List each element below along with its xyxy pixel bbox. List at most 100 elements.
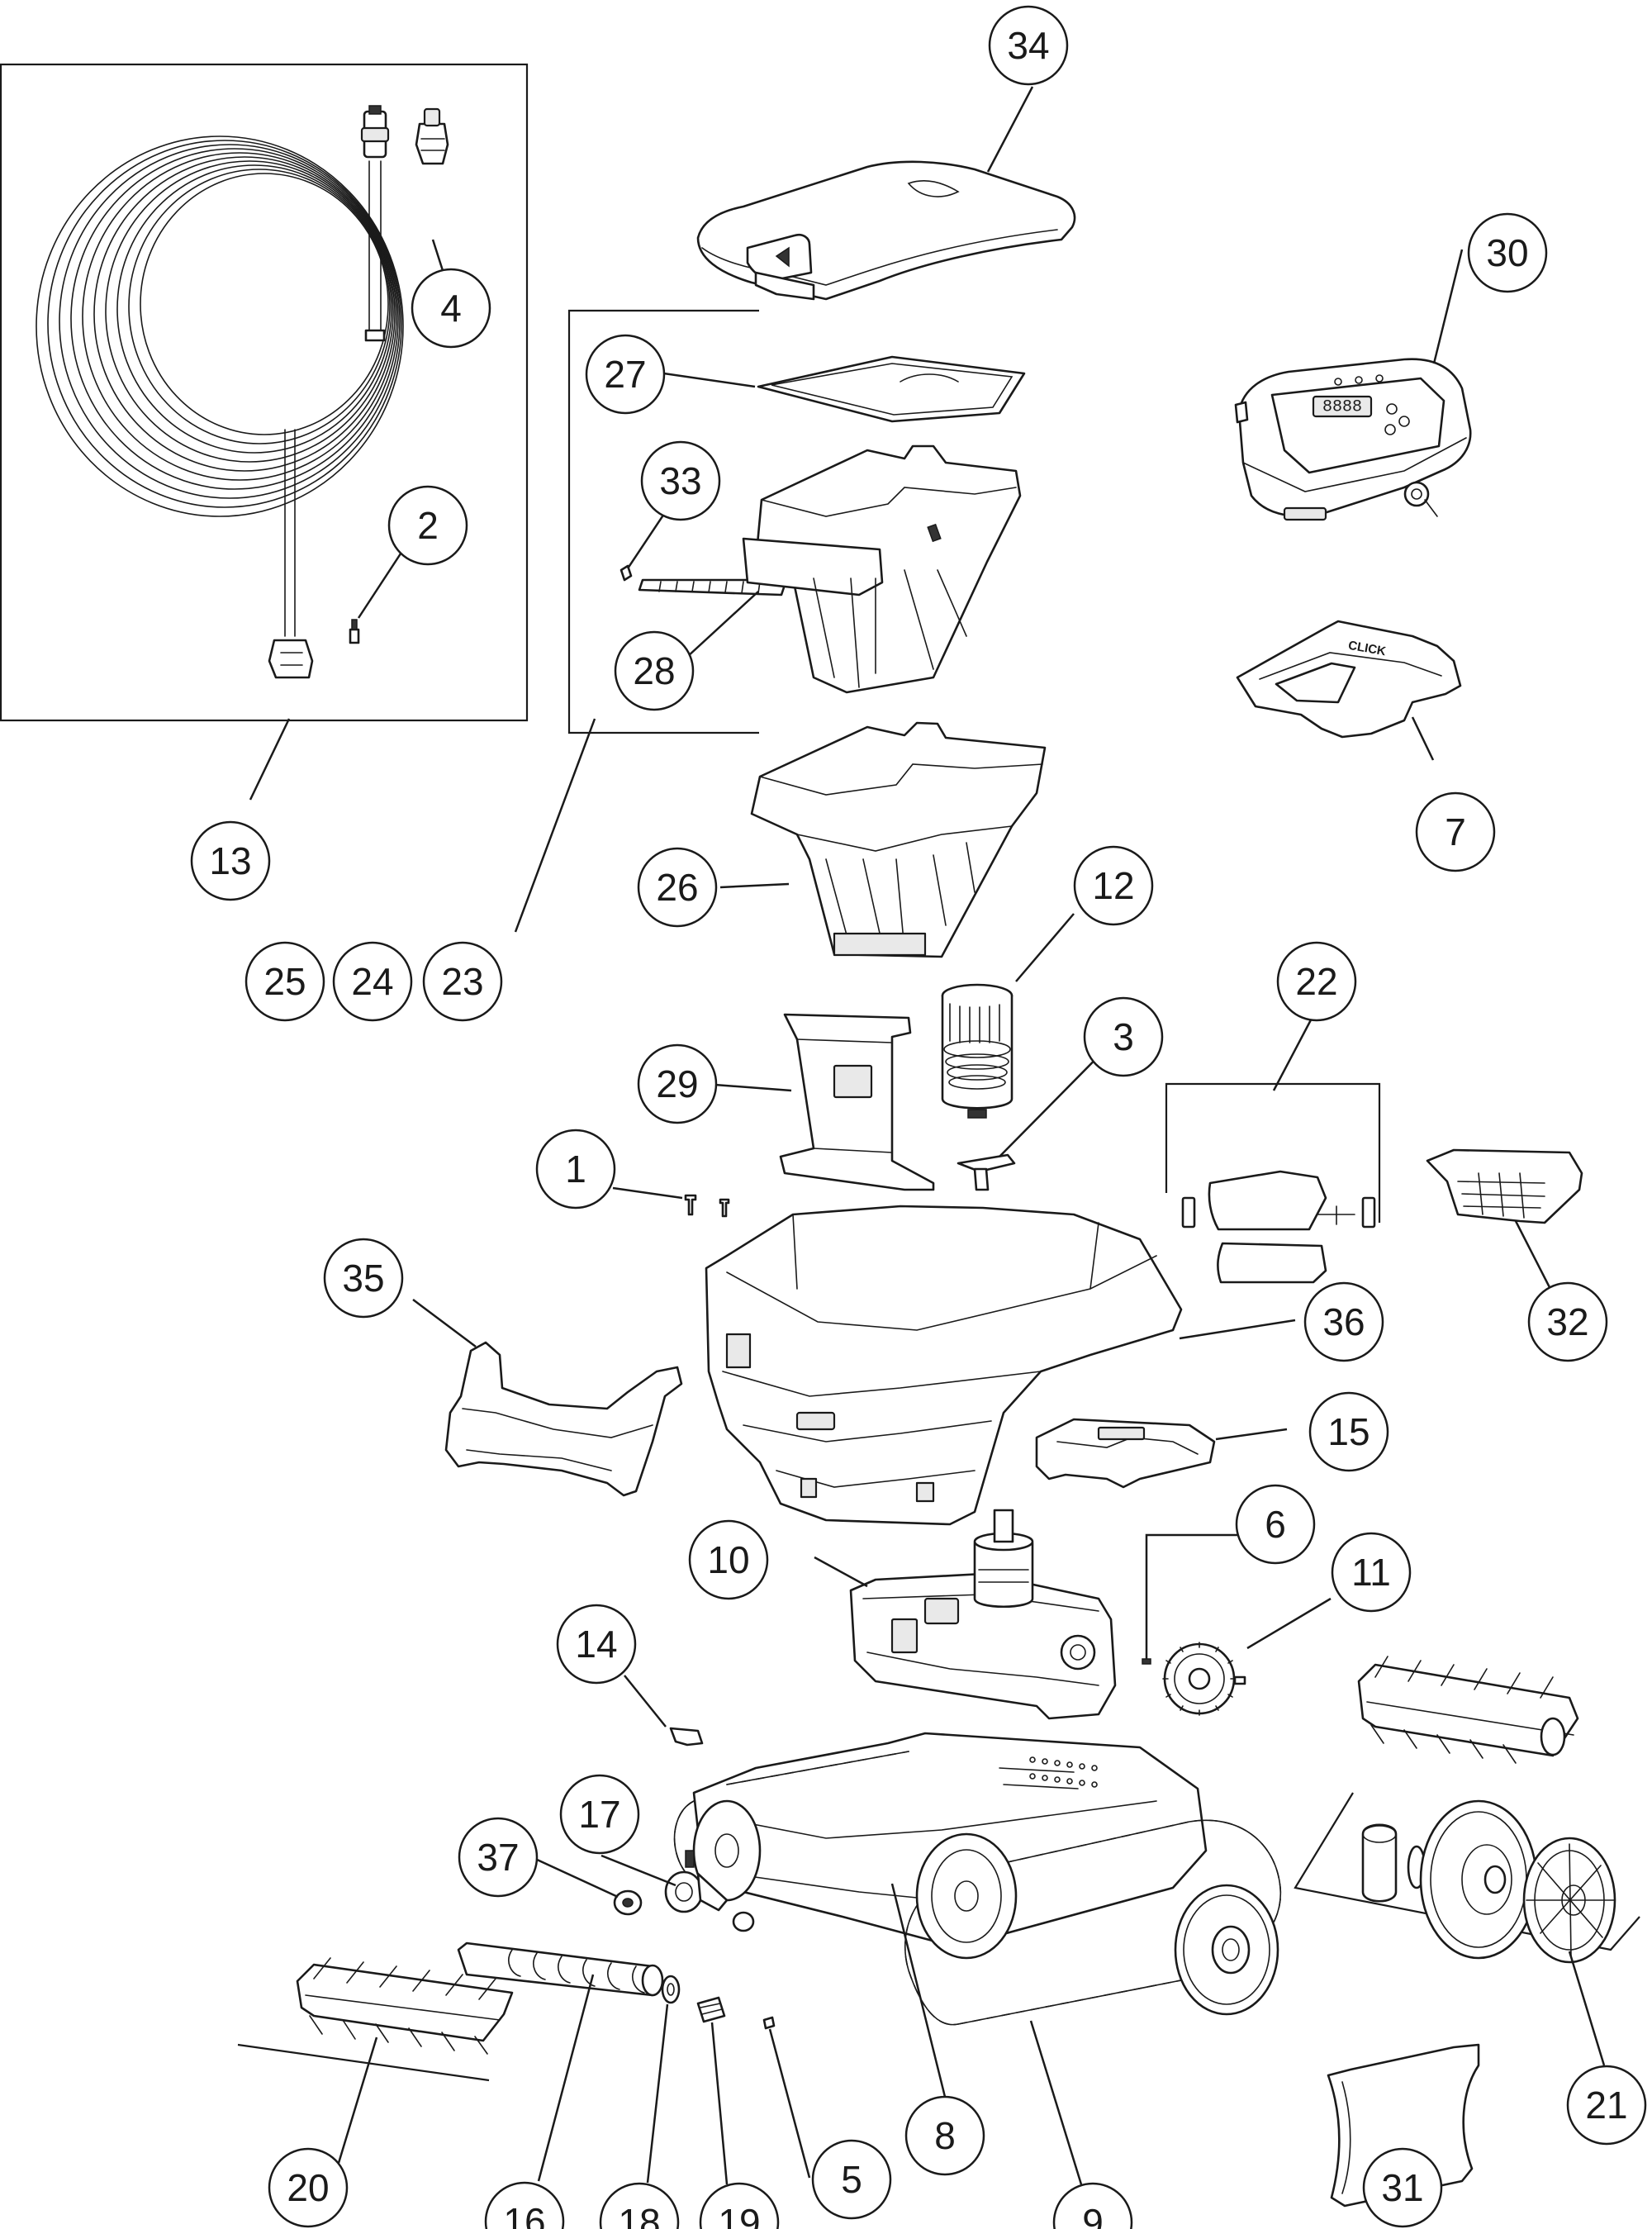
callout-35: 35 [323, 1238, 404, 1319]
callout-label-28: 28 [633, 649, 675, 692]
impeller-part-3 [957, 1153, 1016, 1191]
brush-part-21 [1357, 1656, 1579, 1764]
callout-label-15: 15 [1327, 1410, 1370, 1453]
callout-22: 22 [1276, 941, 1357, 1022]
callout-label-36: 36 [1322, 1300, 1365, 1343]
callout-label-18: 18 [618, 2201, 660, 2229]
clip-part-15 [1035, 1418, 1216, 1489]
callout-label-26: 26 [656, 866, 698, 909]
filter-frame-part-29 [779, 1013, 935, 1191]
callout-label-21: 21 [1585, 2084, 1627, 2127]
power-supply-part-30: 8888 [1234, 358, 1472, 521]
callout-label-32: 32 [1546, 1300, 1588, 1343]
callout-label-10: 10 [707, 1538, 749, 1581]
callout-label-14: 14 [575, 1623, 617, 1666]
callout-label-13: 13 [209, 839, 251, 882]
flap-kit-part-22 [1181, 1170, 1376, 1284]
robot-body-part-36 [705, 1205, 1183, 1526]
callout-1: 1 [535, 1129, 616, 1210]
callout-19: 19 [699, 2182, 780, 2229]
filter-basket-part-26 [750, 721, 1047, 958]
callout-label-3: 3 [1113, 1015, 1134, 1058]
bearing-part-37 [613, 1889, 643, 1916]
callout-13: 13 [190, 820, 271, 901]
floating-cable-coil [36, 135, 404, 679]
top-cover-part-34 [696, 160, 1076, 301]
callout-37: 37 [458, 1817, 539, 1898]
callout-label-22: 22 [1295, 960, 1337, 1003]
callout-label-4: 4 [440, 287, 462, 330]
callout-17: 17 [559, 1774, 640, 1855]
callout-20: 20 [268, 2147, 349, 2228]
bushing [732, 1911, 755, 1932]
clip-part-33 [620, 564, 633, 582]
cable-connector [360, 105, 390, 159]
callout-label-8: 8 [934, 2114, 956, 2157]
callout-9: 9 [1052, 2182, 1133, 2229]
callout-label-35: 35 [342, 1257, 384, 1300]
callout-21: 21 [1566, 2065, 1647, 2146]
callout-24: 24 [332, 941, 413, 1022]
callout-5: 5 [811, 2139, 892, 2220]
filter-basket-part-23 [742, 444, 1022, 694]
filter-lid-part-27 [757, 355, 1026, 423]
callout-label-24: 24 [351, 960, 393, 1003]
caddy-handle-part-7: CLICK [1236, 620, 1462, 739]
callout-14: 14 [556, 1604, 637, 1685]
callout-label-37: 37 [477, 1836, 519, 1879]
callout-30: 30 [1467, 212, 1548, 293]
callout-label-11: 11 [1351, 1551, 1391, 1594]
callout-26: 26 [637, 847, 718, 928]
callout-33: 33 [640, 440, 721, 521]
callout-31: 31 [1362, 2147, 1443, 2228]
gear-part-19 [696, 1996, 726, 2023]
callout-8: 8 [904, 2095, 985, 2176]
filter-kit-frame [567, 309, 759, 734]
chassis-vent-holes [1029, 1756, 1098, 1788]
callout-2: 2 [387, 485, 468, 566]
callout-29: 29 [637, 1043, 718, 1124]
wheel-assembly-part-21 [1294, 1792, 1640, 1964]
callout-label-30: 30 [1486, 231, 1528, 274]
callout-label-23: 23 [441, 960, 483, 1003]
callout-label-5: 5 [841, 2158, 862, 2201]
callout-6: 6 [1235, 1484, 1316, 1565]
callout-10: 10 [688, 1519, 769, 1600]
display-digits: 8888 [1322, 398, 1362, 417]
callout-label-31: 31 [1381, 2166, 1423, 2209]
callout-label-33: 33 [659, 459, 701, 502]
callout-27: 27 [585, 334, 666, 415]
latch-part-14 [669, 1727, 704, 1747]
callout-label-16: 16 [503, 2200, 545, 2229]
drive-gear-part-11 [1142, 1642, 1246, 1716]
callout-label-9: 9 [1082, 2201, 1104, 2229]
pulley-part-17 [664, 1850, 729, 1913]
callout-label-25: 25 [263, 960, 306, 1003]
callout-label-29: 29 [656, 1062, 698, 1105]
screws-part-1 [684, 1194, 730, 1218]
swivel-part-4 [415, 107, 449, 165]
callout-label-19: 19 [718, 2201, 760, 2229]
callout-12: 12 [1073, 845, 1154, 926]
callout-label-6: 6 [1265, 1503, 1286, 1546]
front-bumper-part-35 [444, 1341, 683, 1497]
side-grille-part-32 [1426, 1148, 1583, 1224]
screw-part-5 [762, 2016, 776, 2030]
callout-34: 34 [988, 5, 1069, 86]
brush-part-20 [237, 1957, 514, 2082]
callout-36: 36 [1303, 1281, 1384, 1362]
callout-23: 23 [422, 941, 503, 1022]
callout-15: 15 [1308, 1391, 1389, 1472]
callout-28: 28 [614, 630, 695, 711]
callout-label-12: 12 [1092, 864, 1134, 907]
pin-part-2 [349, 619, 360, 644]
motor-block-part-10 [849, 1509, 1117, 1720]
end-cap-part-18 [661, 1975, 681, 2004]
callout-3: 3 [1083, 996, 1164, 1077]
impeller-cage-part-12 [941, 983, 1014, 1119]
callout-label-7: 7 [1445, 810, 1466, 853]
brush-roller-part-16 [457, 1941, 664, 1997]
callout-label-1: 1 [565, 1148, 586, 1191]
callout-16: 16 [484, 2181, 565, 2229]
